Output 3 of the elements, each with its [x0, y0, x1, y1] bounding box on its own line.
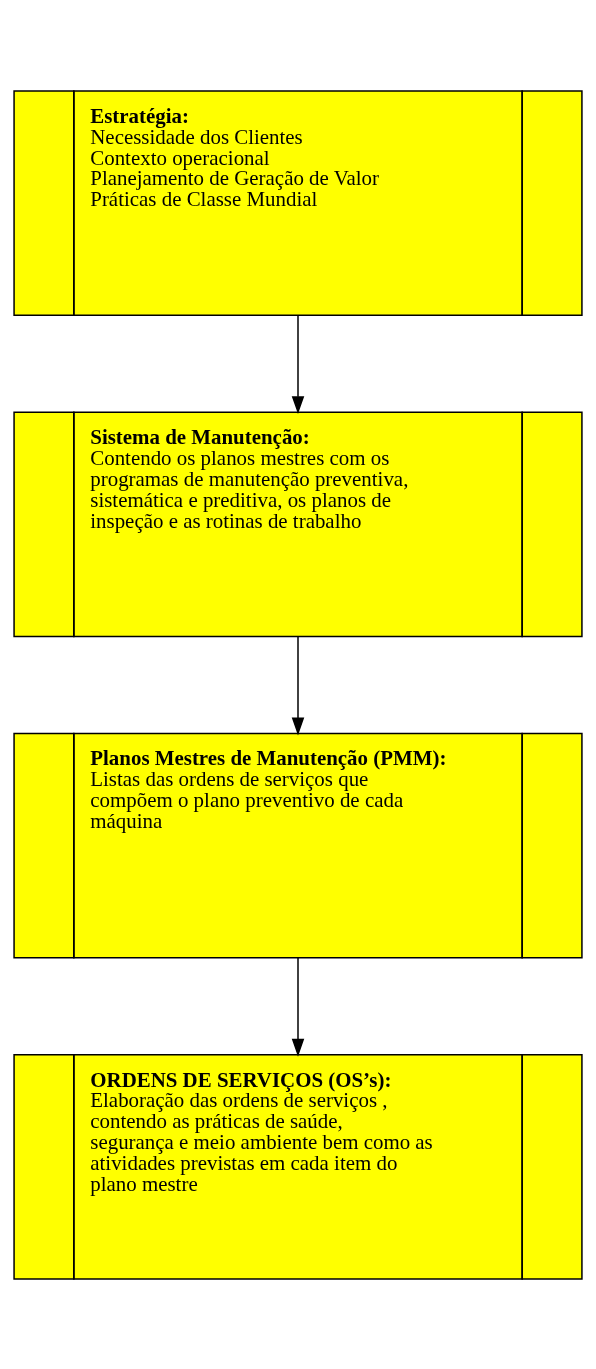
arrow: [291, 635, 305, 735]
arrow: [291, 314, 305, 414]
arrow: [291, 956, 305, 1057]
